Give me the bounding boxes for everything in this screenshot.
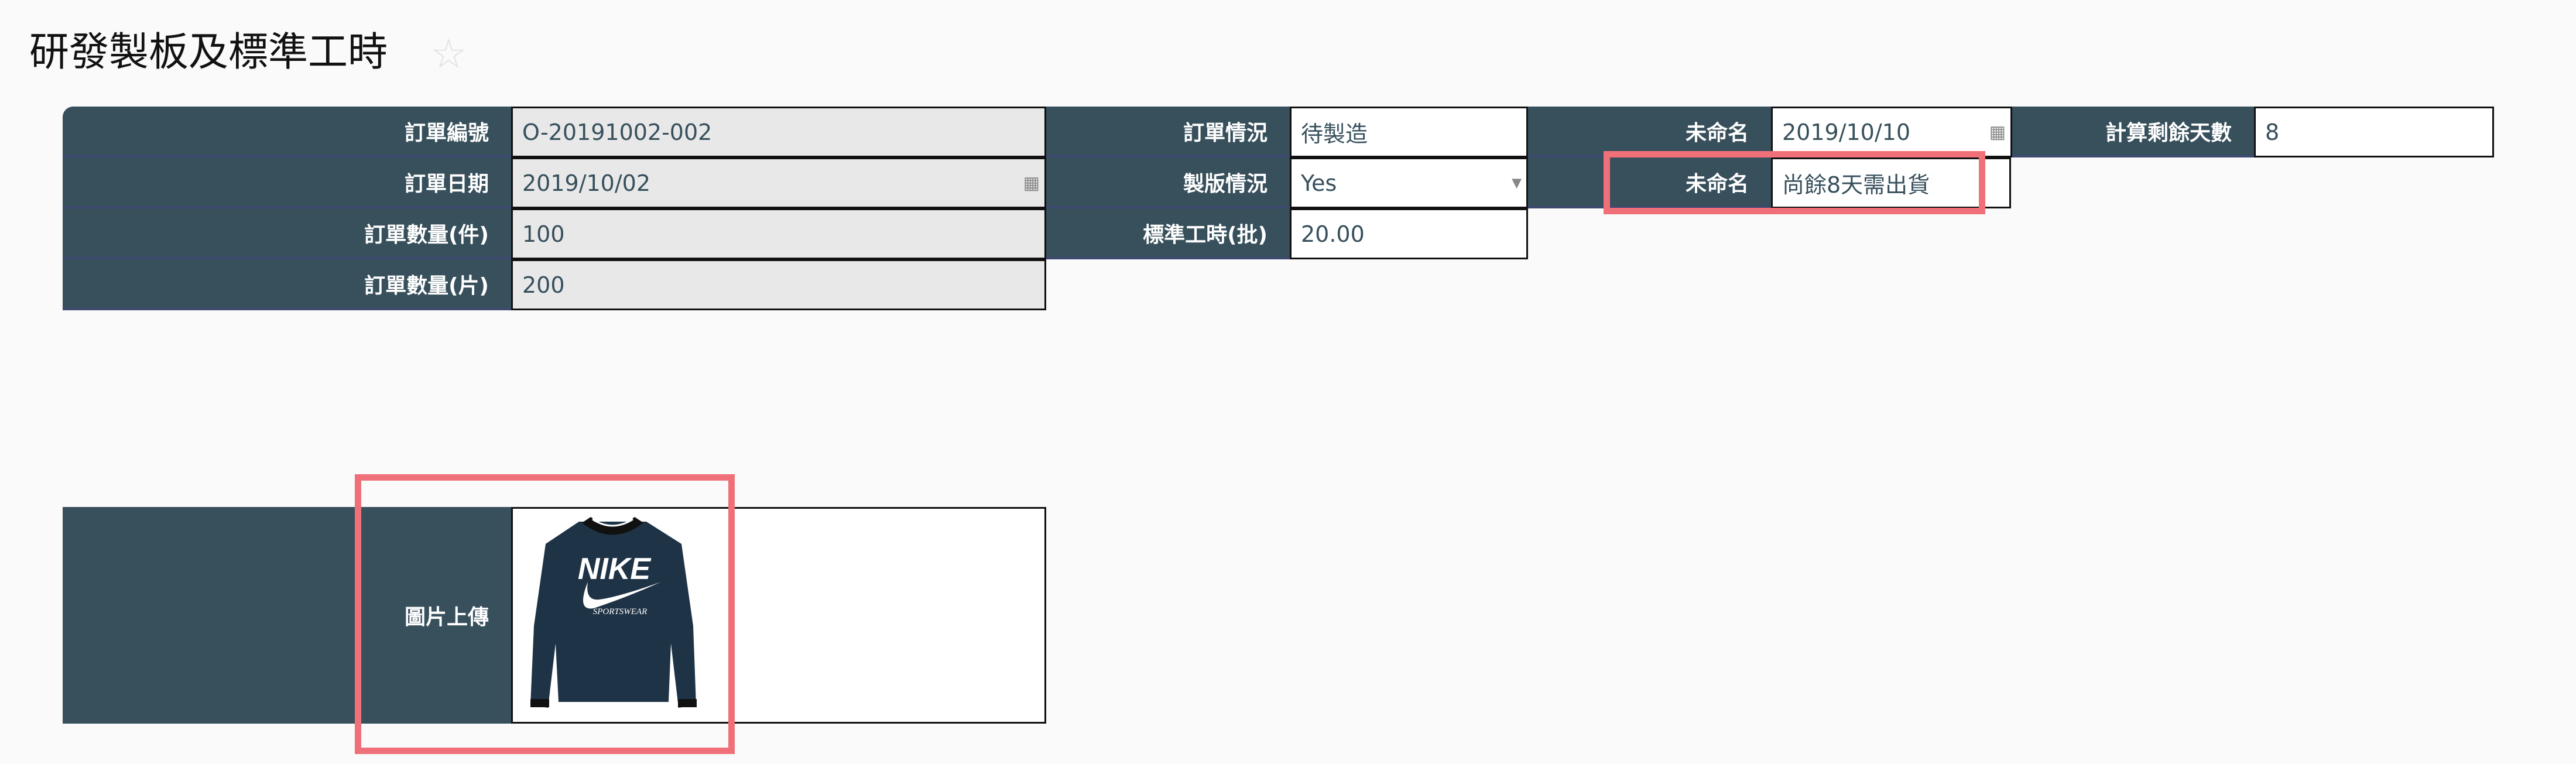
std-hours-field[interactable]: 20.00 [1290,208,1528,259]
image-upload-field[interactable]: NIKE SPORTSWEAR [511,507,1046,724]
highlight-box-remaining [1604,151,1985,214]
plate-status-select[interactable]: Yes ▼ [1290,157,1528,208]
remaining-days-field[interactable]: 8 [2254,107,2494,157]
unnamed-date-value: 2019/10/10 [1782,119,1911,145]
page-title: 研發製板及標準工時 [29,29,388,76]
remaining-days-label: 計算剩餘天數 [2012,107,2254,157]
star-outline-icon[interactable]: ☆ [430,30,467,78]
std-hours-value: 20.00 [1301,221,1365,247]
unnamed-date-label: 未命名 [1528,107,1771,157]
std-hours-label: 標準工時(批) [1046,208,1290,259]
calendar-icon[interactable]: ▦ [1989,122,2006,142]
highlight-box-image [355,474,735,754]
product-image[interactable]: NIKE SPORTSWEAR [518,509,708,722]
order-date-label: 訂單日期 [63,157,511,208]
qty-pieces-field[interactable]: 200 [511,259,1046,310]
plate-status-value: Yes [1301,170,1337,196]
svg-text:SPORTSWEAR: SPORTSWEAR [593,607,647,616]
order-no-label: 訂單編號 [63,107,511,157]
order-date-field[interactable]: 2019/10/02 ▦ [511,157,1046,208]
image-upload-label: 圖片上傳 [63,507,511,724]
remaining-days-value: 8 [2265,119,2280,145]
chevron-down-icon[interactable]: ▼ [1512,176,1522,190]
unnamed-text-field[interactable]: 尚餘8天需出貨 [1771,157,2011,208]
qty-pieces-value: 200 [522,272,565,298]
order-status-label: 訂單情況 [1046,107,1290,157]
qty-pcs-value: 100 [522,221,565,247]
order-status-field[interactable]: 待製造 [1290,107,1528,157]
order-no-value: O-20191002-002 [522,119,712,145]
order-status-value: 待製造 [1301,121,1368,147]
qty-pcs-label: 訂單數量(件) [63,208,511,259]
unnamed-text-label: 未命名 [1528,157,1771,208]
order-no-field[interactable]: O-20191002-002 [511,107,1046,157]
svg-text:NIKE: NIKE [578,552,652,586]
qty-pcs-field[interactable]: 100 [511,208,1046,259]
unnamed-date-field[interactable]: 2019/10/10 ▦ [1771,107,2012,157]
order-date-value: 2019/10/02 [522,170,651,196]
unnamed-text-value: 尚餘8天需出貨 [1782,172,1930,198]
plate-status-label: 製版情況 [1046,157,1290,208]
qty-pieces-label: 訂單數量(片) [63,259,511,310]
calendar-icon[interactable]: ▦ [1023,173,1040,193]
